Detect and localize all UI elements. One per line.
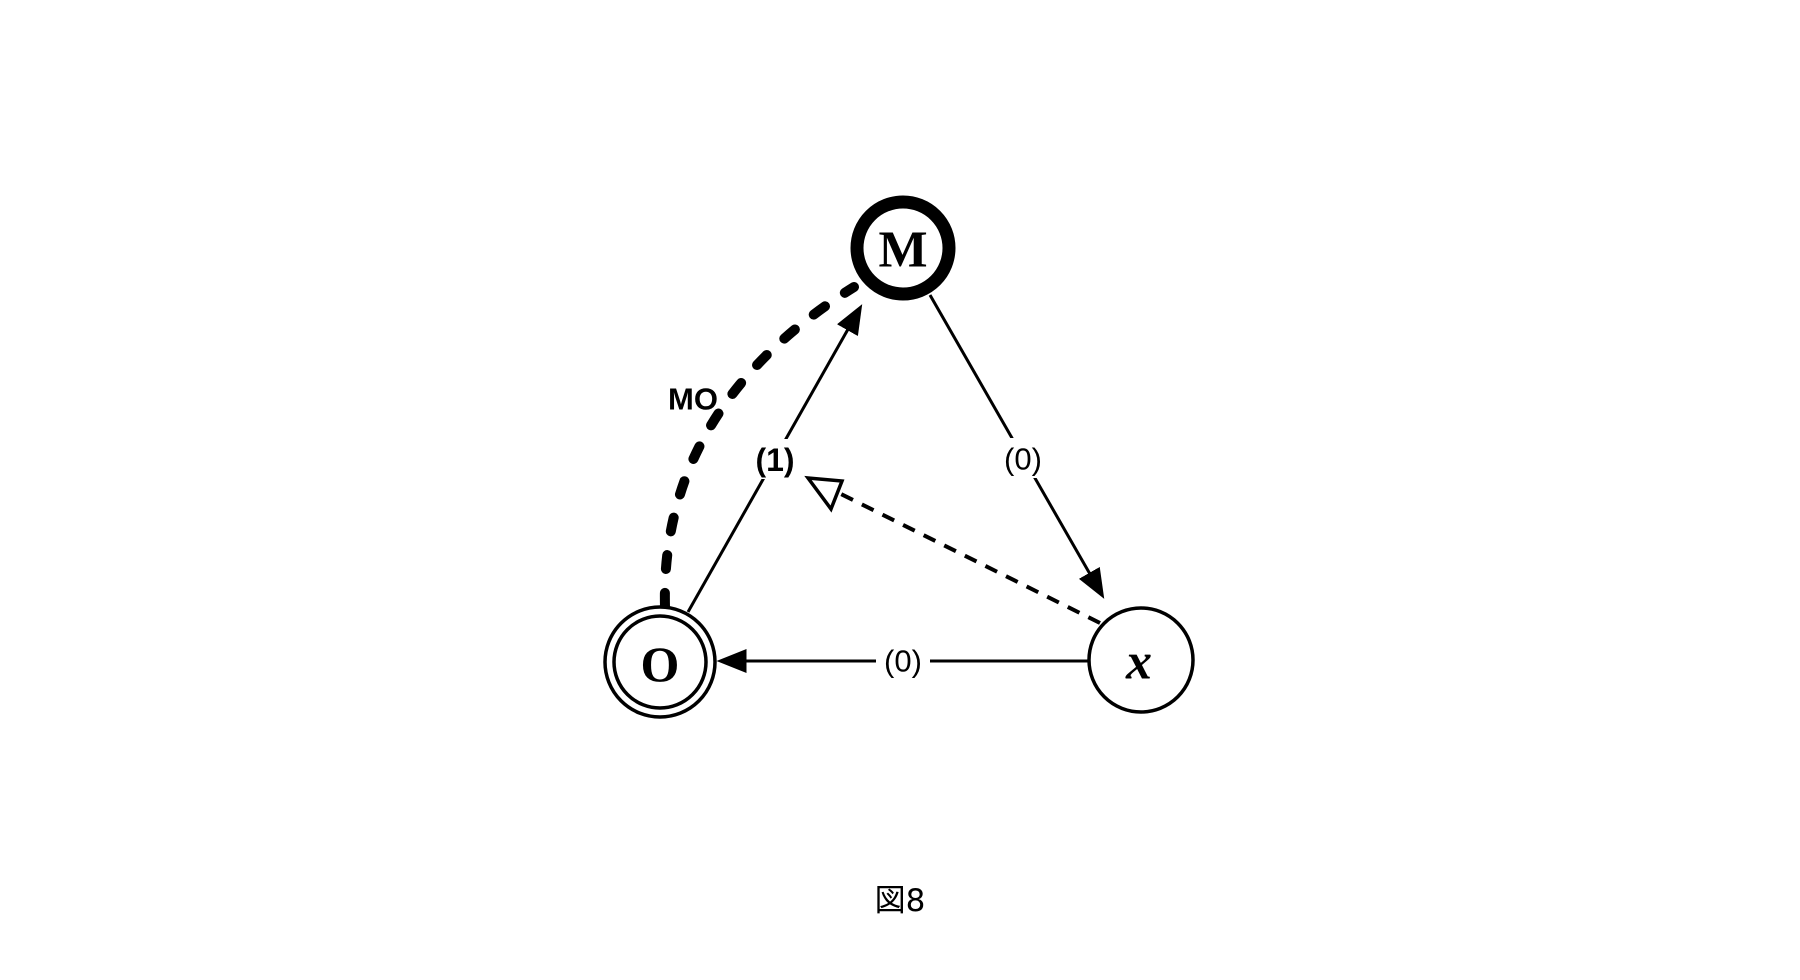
node-M: M	[850, 195, 956, 301]
label-bg-1	[747, 439, 803, 479]
node-x-circle	[1087, 606, 1195, 714]
figure-caption: 図8	[875, 883, 926, 919]
label-bg-0-bottom	[876, 640, 930, 680]
node-O-inner-circle	[612, 614, 708, 710]
node-x: x	[1087, 606, 1195, 714]
node-M-circle	[850, 195, 956, 301]
edge-mo-dashed-curve	[659, 282, 859, 612]
edge-x-pointer-dashed-line	[840, 492, 1101, 625]
node-M-label: M	[878, 222, 927, 279]
edge-label-0-m-to-x: (0)	[1004, 442, 1042, 477]
label-bg-0-right	[996, 438, 1050, 478]
node-x-label: x	[1125, 634, 1152, 691]
node-O-label: O	[641, 636, 680, 692]
edge-label-1: (1)	[755, 442, 794, 478]
node-O: O	[603, 605, 717, 719]
open-triangle-arrowhead	[804, 475, 845, 513]
edge-label-mo: MO	[668, 382, 718, 417]
edge-label-0-x-to-o: (0)	[884, 644, 922, 679]
